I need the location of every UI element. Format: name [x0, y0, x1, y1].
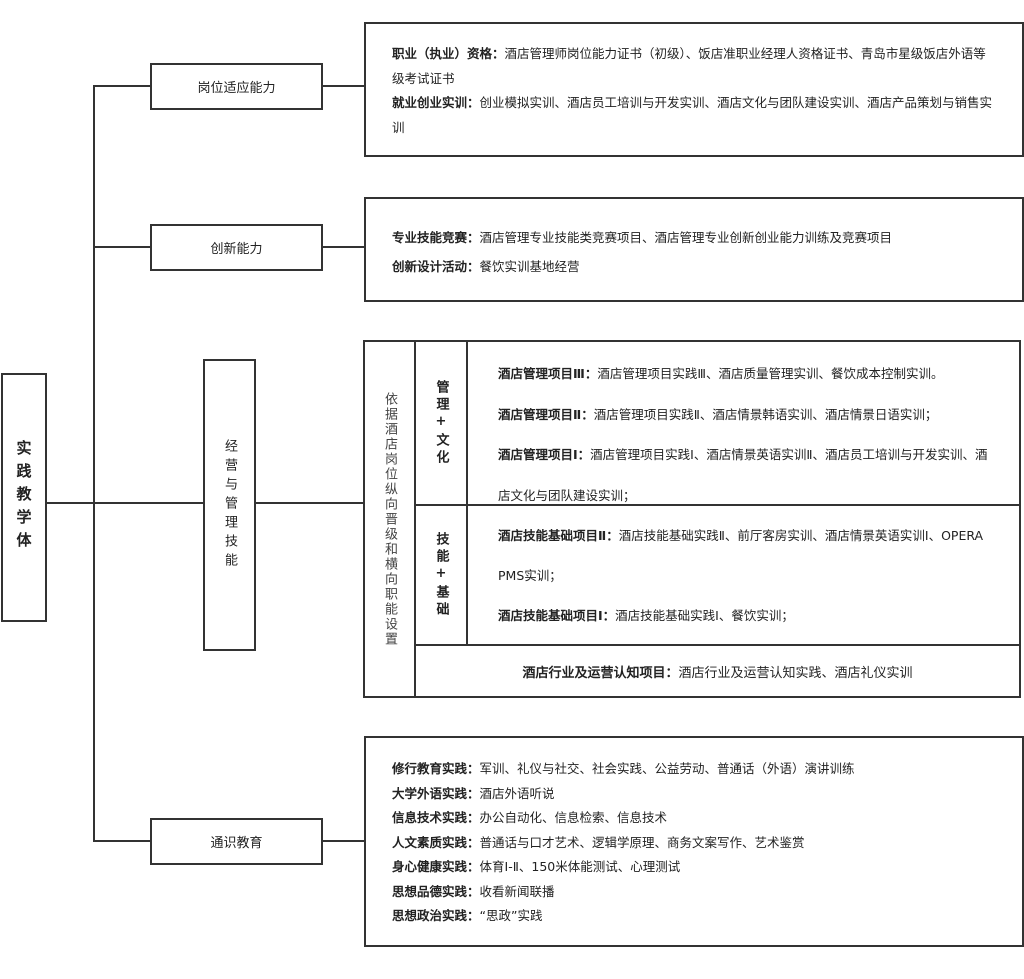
item-value: 普通话与口才艺术、逻辑学原理、商务文案写作、艺术鉴赏	[479, 834, 805, 850]
item-key: 创新设计活动：	[392, 259, 480, 274]
category-label: 通识教育	[210, 836, 263, 851]
basis-label: 依据酒店岗位纵向晋级和横向职能设置	[382, 391, 397, 647]
detail-item: 酒店管理项目Ⅱ：酒店管理项目实践Ⅱ、酒店情景韩语实训、酒店情景日语实训；	[498, 395, 1019, 436]
item-value: 军训、礼仪与社交、社会实践、公益劳动、普通话（外语）演讲训练	[479, 761, 855, 776]
item-value: 酒店行业及运营认知实践、酒店礼仪实训	[678, 665, 913, 681]
group-label: 管理+文化	[433, 379, 449, 467]
item-key: 思想政治实践：	[392, 908, 480, 923]
item-value: 酒店管理专业技能类竞赛项目、酒店管理专业创新创业能力训练及竞赛项目	[479, 230, 893, 245]
item-key: 专业技能竞赛：	[392, 230, 480, 245]
detail-job-adaptability: 职业（执业）资格：酒店管理师岗位能力证书（初级）、饭店准职业经理人资格证书、青岛…	[364, 22, 1024, 157]
item-value: 酒店管理项目实践Ⅲ、酒店质量管理实训、餐饮成本控制实训。	[597, 366, 944, 381]
item-key: 酒店技能基础项目Ⅰ：	[498, 608, 616, 623]
detail-item: 酒店管理项目Ⅲ：酒店管理项目实践Ⅲ、酒店质量管理实训、餐饮成本控制实训。	[498, 354, 1019, 395]
connector	[46, 502, 203, 504]
item-value: 收看新闻联播	[479, 883, 555, 899]
detail-item: 修行教育实践：军训、礼仪与社交、社会实践、公益劳动、普通话（外语）演讲训练	[392, 757, 996, 782]
item-key: 酒店管理项目Ⅰ：	[498, 447, 591, 462]
root-label: 实践教学体	[14, 440, 33, 555]
detail-general-education: 修行教育实践：军训、礼仪与社交、社会实践、公益劳动、普通话（外语）演讲训练 大学…	[364, 736, 1024, 947]
item-key: 修行教育实践：	[392, 761, 480, 776]
basis-column: 依据酒店岗位纵向晋级和横向职能设置	[365, 342, 416, 696]
item-value: 酒店技能基础实践Ⅰ、餐饮实训；	[615, 608, 794, 623]
category-innovation: 创新能力	[150, 224, 323, 271]
item-value: 餐饮实训基地经营	[479, 259, 580, 274]
detail-item: 思想政治实践：“思政”实践	[392, 904, 996, 929]
item-value: 酒店管理项目实践Ⅰ、酒店情景英语实训Ⅱ、酒店员工培训与开发实训、酒店文化与团队建…	[498, 447, 988, 503]
item-key: 大学外语实践：	[392, 785, 480, 801]
category-management: 经营与管理技能	[203, 359, 256, 651]
category-label: 创新能力	[210, 242, 263, 257]
group-items: 酒店技能基础项目Ⅱ：酒店技能基础实践Ⅱ、前厅客房实训、酒店情景英语实训Ⅰ、OPE…	[468, 506, 1019, 646]
category-label: 经营与管理技能	[222, 438, 237, 572]
group-label: 技能+基础	[433, 531, 449, 619]
item-key: 酒店管理项目Ⅱ：	[498, 406, 594, 422]
category-label: 岗位适应能力	[197, 81, 276, 96]
item-key: 思想品德实践：	[392, 883, 480, 899]
detail-item: 人文素质实践：普通话与口才艺术、逻辑学原理、商务文案写作、艺术鉴赏	[392, 831, 996, 856]
item-key: 人文素质实践：	[392, 834, 480, 850]
item-key: 酒店技能基础项目Ⅱ：	[498, 528, 619, 543]
item-key: 酒店管理项目Ⅲ：	[498, 366, 598, 381]
item-value: 创业模拟实训、酒店员工培训与开发实训、酒店文化与团队建设实训、酒店产品策划与销售…	[392, 95, 993, 135]
item-value: “思政”实践	[479, 908, 543, 923]
detail-item: 就业创业实训：创业模拟实训、酒店员工培训与开发实训、酒店文化与团队建设实训、酒店…	[392, 91, 996, 140]
group-items: 酒店管理项目Ⅲ：酒店管理项目实践Ⅲ、酒店质量管理实训、餐饮成本控制实训。 酒店管…	[468, 342, 1019, 506]
detail-item: 职业（执业）资格：酒店管理师岗位能力证书（初级）、饭店准职业经理人资格证书、青岛…	[392, 42, 996, 91]
category-job-adaptability: 岗位适应能力	[150, 63, 323, 110]
item-key: 酒店行业及运营认知项目：	[522, 665, 679, 681]
detail-item: 专业技能竞赛：酒店管理专业技能类竞赛项目、酒店管理专业创新创业能力训练及竞赛项目	[392, 223, 996, 252]
detail-item: 思想品德实践：收看新闻联播	[392, 880, 996, 905]
item-value: 办公自动化、信息检索、信息技术	[479, 810, 668, 825]
root-node: 实践教学体	[1, 373, 47, 622]
detail-item: 酒店技能基础项目Ⅱ：酒店技能基础实践Ⅱ、前厅客房实训、酒店情景英语实训Ⅰ、OPE…	[498, 516, 1003, 596]
detail-item: 酒店技能基础项目Ⅰ：酒店技能基础实践Ⅰ、餐饮实训；	[498, 596, 1019, 636]
connector	[255, 502, 364, 504]
trunk-line	[93, 85, 95, 842]
item-value: 酒店外语听说	[479, 785, 555, 801]
group-management-culture: 管理+文化	[416, 342, 468, 506]
detail-innovation: 专业技能竞赛：酒店管理专业技能类竞赛项目、酒店管理专业创新创业能力训练及竞赛项目…	[364, 197, 1024, 302]
item-key: 信息技术实践：	[392, 810, 480, 825]
item-key: 就业创业实训：	[392, 95, 480, 110]
detail-item: 酒店行业及运营认知项目：酒店行业及运营认知实践、酒店礼仪实训	[522, 662, 912, 681]
item-key: 职业（执业）资格：	[392, 46, 505, 61]
detail-item: 酒店管理项目Ⅰ：酒店管理项目实践Ⅰ、酒店情景英语实训Ⅱ、酒店员工培训与开发实训、…	[498, 435, 998, 516]
detail-item: 身心健康实践：体育Ⅰ-Ⅱ、150米体能测试、心理测试	[392, 855, 996, 880]
category-general-education: 通识教育	[150, 818, 323, 865]
detail-item: 创新设计活动：餐饮实训基地经营	[392, 252, 996, 281]
item-value: 酒店管理师岗位能力证书（初级）、饭店准职业经理人资格证书、青岛市星级饭店外语等级…	[392, 46, 986, 86]
detail-item: 信息技术实践：办公自动化、信息检索、信息技术	[392, 806, 996, 831]
detail-item: 大学外语实践：酒店外语听说	[392, 782, 996, 807]
bottom-row: 酒店行业及运营认知项目：酒店行业及运营认知实践、酒店礼仪实训	[416, 646, 1019, 696]
item-value: 酒店技能基础实践Ⅱ、前厅客房实训、酒店情景英语实训Ⅰ、OPERA PMS实训；	[498, 528, 984, 583]
item-key: 身心健康实践：	[392, 859, 480, 874]
item-value: 酒店管理项目实践Ⅱ、酒店情景韩语实训、酒店情景日语实训；	[593, 406, 938, 422]
group-skills-basics: 技能+基础	[416, 506, 468, 646]
detail-management-table: 依据酒店岗位纵向晋级和横向职能设置 管理+文化 酒店管理项目Ⅲ：酒店管理项目实践…	[363, 340, 1021, 698]
item-value: 体育Ⅰ-Ⅱ、150米体能测试、心理测试	[479, 859, 681, 874]
